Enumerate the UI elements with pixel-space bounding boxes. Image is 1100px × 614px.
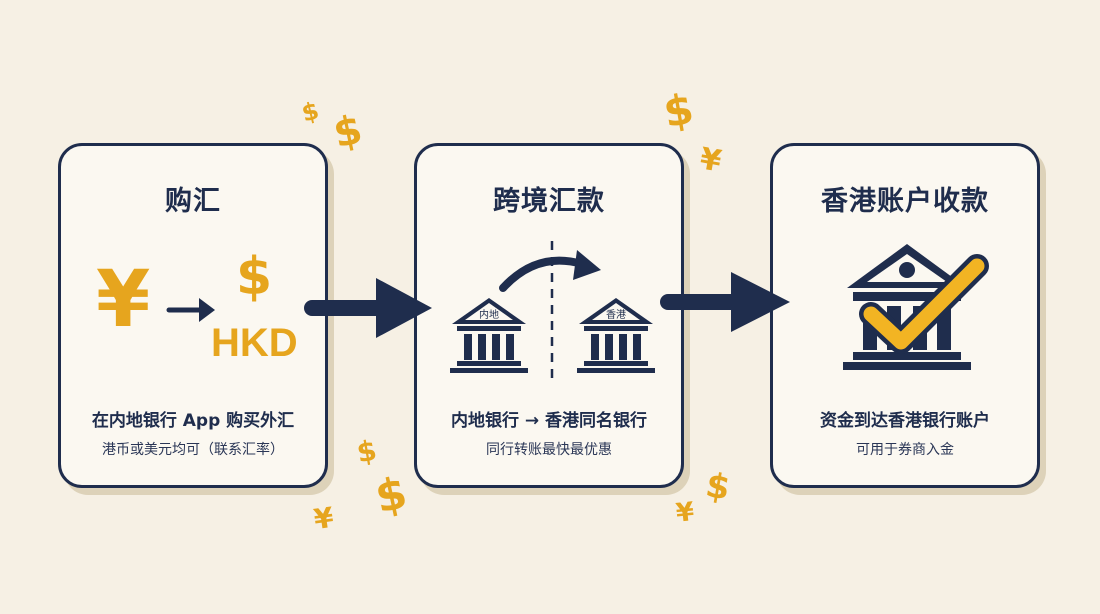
yen-icon: ¥ — [311, 500, 336, 537]
dollar-icon: $ — [298, 96, 322, 128]
dollar-icon: $ — [702, 465, 733, 509]
bank-icon — [577, 298, 655, 373]
yen-icon: ¥ — [96, 255, 151, 345]
bank-to-label: 香港 — [606, 309, 626, 321]
arrow-right-icon — [166, 298, 215, 322]
transfer-arrow-icon — [499, 250, 601, 292]
bank-received-illustration — [843, 244, 989, 370]
step-card-receive: 香港账户收款 资金到达香港银行账户 可用于券商入金 — [770, 143, 1040, 488]
dollar-icon: $ — [329, 106, 367, 158]
step-note: 可用于券商入金 — [856, 442, 954, 458]
step-card-exchange: 购汇 ¥ $ HKD 在内地银行 App 购买外汇 港币或美元均可（联系汇率） — [58, 143, 328, 488]
bank-transfer-illustration: 内地 香港 — [450, 241, 655, 381]
checkmark-icon — [859, 254, 989, 354]
step-title: 跨境汇款 — [493, 186, 605, 217]
step-card-transfer: 跨境汇款 内地 — [414, 143, 684, 488]
bank-from-label: 内地 — [479, 308, 499, 321]
step-note: 港币或美元均可（联系汇率） — [102, 442, 284, 458]
dollar-icon: $ — [370, 467, 412, 524]
dollar-icon: $ — [659, 83, 698, 138]
step-description: 内地银行 → 香港同名银行 — [450, 411, 648, 431]
step-description: 资金到达香港银行账户 — [820, 411, 990, 431]
step-description: 在内地银行 App 购买外汇 — [91, 411, 295, 431]
yen-icon: ¥ — [674, 497, 696, 529]
bank-icon — [450, 298, 528, 373]
currency-code: HKD — [211, 321, 298, 365]
yen-icon: ¥ — [697, 141, 724, 180]
dollar-icon: $ — [354, 433, 380, 470]
step-note: 同行转账最快最优惠 — [486, 442, 612, 458]
step-title: 香港账户收款 — [821, 186, 989, 217]
dollar-icon: $ — [236, 247, 273, 307]
step-title: 购汇 — [165, 186, 221, 217]
